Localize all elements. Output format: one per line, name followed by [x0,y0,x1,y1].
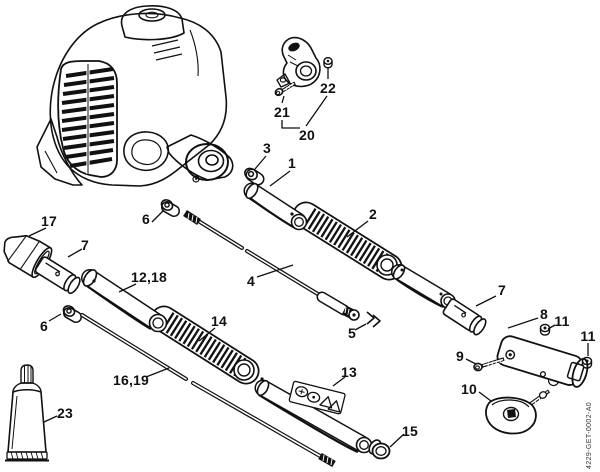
part-nut-22 [323,57,333,69]
leader-lines [28,67,589,448]
callout-13: 13 [341,364,357,380]
callout-7-left: 7 [81,237,89,253]
part-grease-tube-23 [5,364,49,462]
part-nut-11-upper [539,323,551,336]
callout-23: 23 [57,405,73,421]
part-bushing-6-upper [160,199,180,217]
part-tube-12-18 [81,269,168,333]
engine-drawing [36,5,234,187]
callout-12-18: 12,18 [130,269,168,285]
part-clamp-20 [276,36,321,88]
part-tube-1-lower-end [391,264,456,309]
part-tube-1 [243,182,308,231]
part-bushing-6-lower [62,305,82,323]
callout-15: 15 [402,423,418,439]
callout-17: 17 [41,213,57,229]
part-key-5 [366,311,381,328]
part-shaft-4 [183,210,360,321]
callout-22: 22 [320,80,336,96]
callout-3: 3 [263,140,271,156]
callout-2: 2 [369,206,377,222]
part-grip-2 [292,201,403,281]
callout-14: 14 [211,313,227,329]
callout-20: 20 [299,127,315,143]
part-bushing-3 [244,167,265,186]
part-plug-15 [368,439,391,460]
part-bottom-tube [254,377,373,454]
part-sleeve-7-left [34,256,81,295]
part-nut-11-lower [581,356,593,369]
callout-11-lower: 11 [580,328,596,344]
part-knob-10 [485,389,551,435]
callout-1: 1 [288,155,296,171]
part-coupling-8 [496,335,589,388]
drawing-number: 4229-GET-0002-A0 [586,401,593,469]
callout-10: 10 [461,381,477,397]
callout-4: 4 [247,273,255,289]
callout-6-upper: 6 [142,211,150,227]
part-grip-14 [150,305,260,385]
part-screw-21 [274,81,296,97]
callout-16-19: 16,19 [112,372,150,388]
callout-11-upper: 11 [554,313,570,329]
callout-8: 8 [540,306,548,322]
callout-6-lower: 6 [40,318,48,334]
part-screw-9 [473,357,505,372]
part-sticker-13 [288,380,346,415]
callout-5: 5 [348,325,356,341]
callout-21: 21 [274,104,290,120]
callout-7-right: 7 [498,282,506,298]
part-sleeve-7-right [442,298,487,336]
callout-9: 9 [456,348,464,364]
